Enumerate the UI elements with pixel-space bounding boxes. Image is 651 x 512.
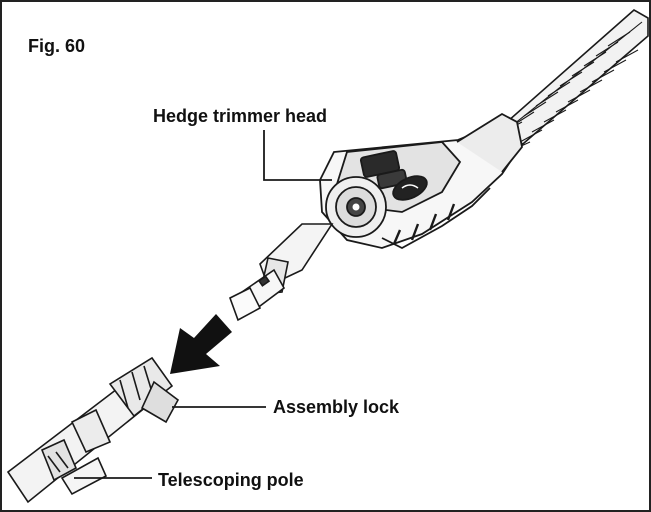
figure-number: Fig. 60	[28, 36, 86, 56]
callout-telescoping-pole: Telescoping pole	[158, 470, 304, 490]
shaft-coupling	[229, 223, 334, 322]
callout-hedge-trimmer-head: Hedge trimmer head	[153, 106, 328, 126]
telescoping-pole	[6, 356, 180, 504]
insertion-arrow	[170, 314, 232, 374]
trimmer-head-body	[319, 112, 524, 250]
callout-assembly-lock: Assembly lock	[273, 397, 400, 417]
hedge-trimmer-blade	[480, 9, 649, 164]
leader-lines	[74, 130, 332, 479]
